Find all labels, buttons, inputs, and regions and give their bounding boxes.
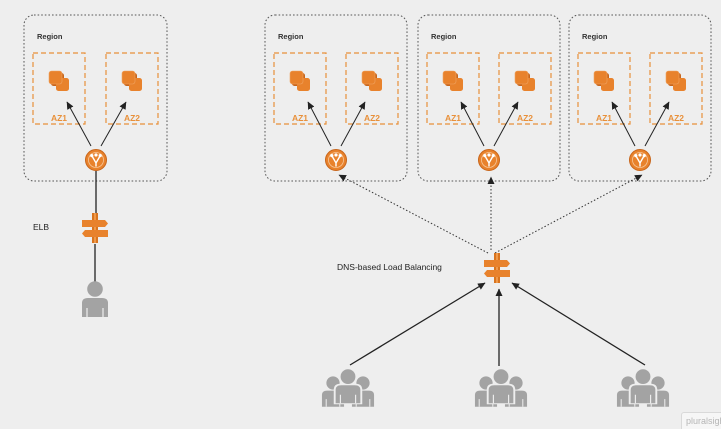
availability-zone: AZ2 <box>345 52 399 125</box>
arrow <box>307 101 332 147</box>
left-region: Region AZ1 AZ2 <box>23 14 168 182</box>
watermark: pluralsight <box>681 412 721 429</box>
elastic-load-balancer-icon <box>84 148 108 172</box>
dns-arrow <box>338 174 489 254</box>
availability-zone: AZ1 <box>32 52 86 125</box>
arrow <box>349 282 486 366</box>
user-group-icon <box>322 368 374 407</box>
arrow <box>511 282 646 366</box>
availability-zone: AZ1 <box>426 52 480 125</box>
az-label: AZ1 <box>596 113 612 123</box>
region-label: Region <box>278 32 304 41</box>
availability-zone: AZ2 <box>498 52 552 125</box>
az-label: AZ2 <box>124 113 140 123</box>
availability-zone: AZ1 <box>577 52 631 125</box>
ec2-instance-icon <box>593 70 615 92</box>
arrow <box>66 101 92 147</box>
az-label: AZ2 <box>364 113 380 123</box>
arrow <box>644 101 670 147</box>
dns-label: DNS-based Load Balancing <box>337 262 442 272</box>
ec2-instance-icon <box>121 70 143 92</box>
availability-zone: AZ2 <box>105 52 159 125</box>
ec2-instance-icon <box>514 70 536 92</box>
user-icon <box>81 280 109 318</box>
arrow <box>460 101 485 147</box>
route-sign-icon <box>82 213 108 243</box>
region-label: Region <box>582 32 608 41</box>
dns-arrows <box>338 174 643 254</box>
az-label: AZ2 <box>668 113 684 123</box>
az-label: AZ1 <box>292 113 308 123</box>
ec2-instance-icon <box>442 70 464 92</box>
region-label: Region <box>37 32 63 41</box>
route53-dns-icon <box>484 253 510 283</box>
ec2-instance-icon <box>665 70 687 92</box>
ec2-instance-icon <box>361 70 383 92</box>
ec2-instance-icon <box>289 70 311 92</box>
az-label: AZ1 <box>51 113 67 123</box>
dns-arrow <box>494 174 643 254</box>
arrow <box>100 101 127 147</box>
region-label: Region <box>431 32 457 41</box>
user-group-icon <box>475 368 527 407</box>
user-arrows <box>349 282 646 366</box>
elb-label: ELB <box>33 222 49 232</box>
elastic-load-balancer-icon <box>628 148 652 172</box>
az-label: AZ1 <box>445 113 461 123</box>
arrow <box>340 101 366 147</box>
arrow <box>493 101 519 147</box>
availability-zone: AZ1 <box>273 52 327 125</box>
elastic-load-balancer-icon <box>477 148 501 172</box>
arrow <box>611 101 636 147</box>
az-label: AZ2 <box>517 113 533 123</box>
availability-zone: AZ2 <box>649 52 703 125</box>
user-group-icon <box>617 368 669 407</box>
ec2-instance-icon <box>48 70 70 92</box>
elastic-load-balancer-icon <box>324 148 348 172</box>
